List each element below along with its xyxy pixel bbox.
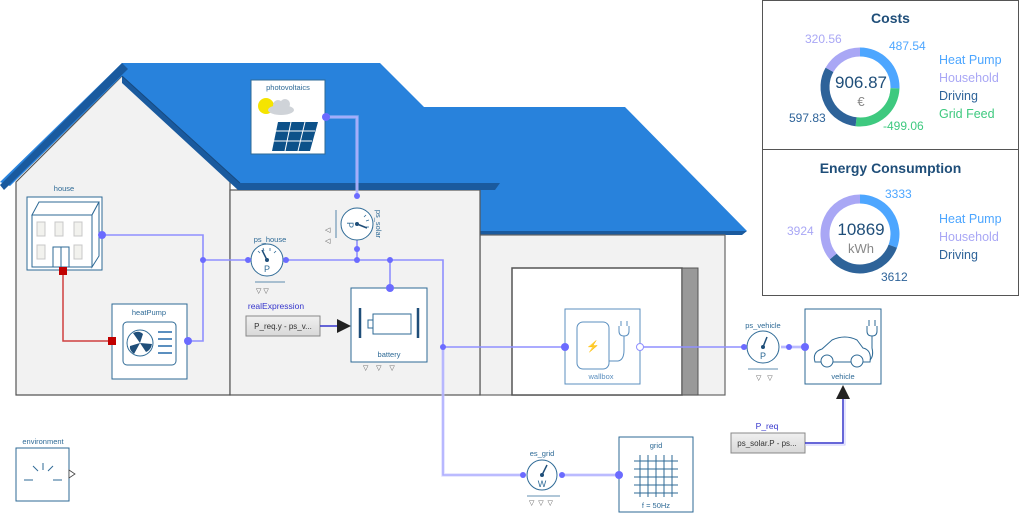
energy-value-household: 3924 [787, 224, 814, 238]
heatpump-component[interactable]: heatPump [108, 303, 192, 380]
ground-icon: ◁ [325, 227, 331, 234]
plug-cable-icon [609, 321, 630, 362]
costs-value-grid-feed: -499.06 [883, 119, 924, 133]
main-roof [0, 63, 500, 190]
ground-icon: ▽ ▽ [756, 375, 773, 382]
energy-total: 10869 [837, 220, 885, 239]
grid-mesh-icon [634, 455, 678, 497]
solar-panel-icon [272, 121, 318, 152]
ground-icon: ◁ [325, 238, 331, 245]
donut-segment-heat-pump [859, 194, 900, 248]
grid-frequency: f = 50Hz [642, 501, 670, 510]
heatpump-heat-port[interactable] [108, 337, 116, 345]
p-req-block[interactable]: P_req ps_solar.P - ps... [730, 385, 850, 454]
ground-icon: ▽ ▽ [256, 288, 269, 295]
photovoltaics-label: photovoltaics [266, 83, 310, 92]
meter-p-glyph: P [760, 351, 766, 361]
house-component[interactable]: house [26, 184, 106, 275]
grid-label: grid [650, 441, 663, 450]
es-grid-meter[interactable]: es_grid W ▽ ▽ ▽ [520, 449, 565, 507]
costs-value-driving: 597.83 [789, 111, 826, 125]
costs-unit: € [857, 94, 865, 109]
garage-door-frame [681, 267, 699, 396]
costs-value-heat-pump: 487.54 [889, 39, 926, 53]
cloud-icon [268, 99, 294, 115]
battery-icon [358, 308, 420, 338]
legend-grid-feed: Grid Feed [939, 107, 995, 121]
p-req-label: P_req [756, 421, 779, 431]
donut-segment-driving [829, 244, 898, 274]
legend-heat-pump: Heat Pump [939, 212, 1002, 226]
ps-house-meter[interactable]: ps_house P ▽ ▽ [245, 235, 289, 295]
costs-panel: Costs 320.56 487.54 597.83 -499.06 906.8… [762, 0, 1019, 150]
costs-legend: Heat Pump Household Driving Grid Feed [939, 51, 1002, 123]
energy-value-heat-pump: 3333 [885, 187, 912, 201]
legend-heat-pump: Heat Pump [939, 53, 1002, 67]
battery-component[interactable]: battery ▽ ▽ ▽ [350, 284, 428, 372]
ps-vehicle-meter[interactable]: ps_vehicle P ▽ ▽ [741, 321, 792, 382]
legend-driving: Driving [939, 248, 978, 262]
ground-icon: ▽ ▽ ▽ [363, 365, 395, 372]
fan-icon [126, 329, 154, 357]
donut-segment-driving [820, 67, 857, 127]
real-expression-block[interactable]: realExpression P_req.y - ps_v... [245, 301, 351, 337]
meter-w-glyph: W [538, 479, 547, 489]
environment-component[interactable]: environment [15, 437, 76, 502]
donut-segment-heat-pump [859, 47, 900, 89]
energy-donut [820, 194, 900, 274]
donut-segment-grid-feed [855, 87, 900, 127]
ps-solar-meter[interactable]: P ps_solar ◁ ◁ [325, 207, 383, 245]
photovoltaics-component[interactable]: photovoltaics [250, 79, 326, 155]
output-port[interactable] [68, 469, 76, 479]
real-expression-value: P_req.y - ps_v... [254, 322, 312, 331]
p-req-value: ps_solar.P - ps... [737, 439, 796, 448]
environment-arrows-icon [24, 463, 62, 481]
legend-household: Household [939, 71, 999, 85]
meter-p-glyph: P [345, 222, 355, 228]
house-label: house [54, 184, 74, 193]
heatpump-power-port[interactable] [184, 337, 192, 345]
real-expression-label: realExpression [248, 301, 304, 311]
legend-driving: Driving [939, 89, 978, 103]
heatpump-label: heatPump [132, 308, 166, 317]
vehicle-component[interactable]: vehicle [801, 308, 882, 385]
ps-vehicle-label: ps_vehicle [745, 321, 780, 330]
es-grid-label: es_grid [530, 449, 555, 458]
costs-value-household: 320.56 [805, 32, 842, 46]
energy-unit: kWh [848, 241, 874, 256]
ground-icon: ▽ ▽ ▽ [529, 500, 554, 507]
junction-dots [200, 113, 446, 350]
house-heat-port[interactable] [59, 267, 67, 275]
garage-roof [420, 107, 747, 235]
costs-donut [820, 47, 900, 127]
plug-icon [866, 320, 878, 361]
energy-title: Energy Consumption [819, 160, 962, 176]
car-icon [813, 336, 871, 363]
legend-household: Household [939, 230, 999, 244]
meter-p-glyph: P [264, 264, 270, 274]
costs-title: Costs [871, 10, 910, 26]
energy-value-driving: 3612 [881, 270, 908, 284]
battery-label: battery [378, 350, 401, 359]
input-arrow-icon [337, 319, 351, 333]
donut-segment-household [820, 194, 861, 260]
building-icon [31, 201, 100, 269]
grid-component[interactable]: grid f = 50Hz [615, 436, 694, 513]
wallbox-label: wallbox [587, 372, 613, 381]
energy-panel: Energy Consumption 3333 3924 3612 10869 … [762, 149, 1019, 296]
donut-segment-household [825, 47, 861, 73]
vehicle-label: vehicle [831, 372, 854, 381]
energy-legend: Heat Pump Household Driving [939, 210, 1002, 264]
heat-connection [62, 269, 112, 342]
vent-lines-icon [158, 331, 172, 354]
ps-solar-label: ps_solar [374, 210, 383, 239]
lightning-icon: ⚡ [586, 340, 600, 353]
ps-house-label: ps_house [254, 235, 287, 244]
wallbox-component[interactable]: ⚡ wallbox [561, 308, 644, 385]
input-arrow-icon [836, 385, 850, 399]
environment-label: environment [22, 437, 64, 446]
costs-total: 906.87 [835, 73, 887, 92]
house-power-port[interactable] [98, 231, 106, 239]
